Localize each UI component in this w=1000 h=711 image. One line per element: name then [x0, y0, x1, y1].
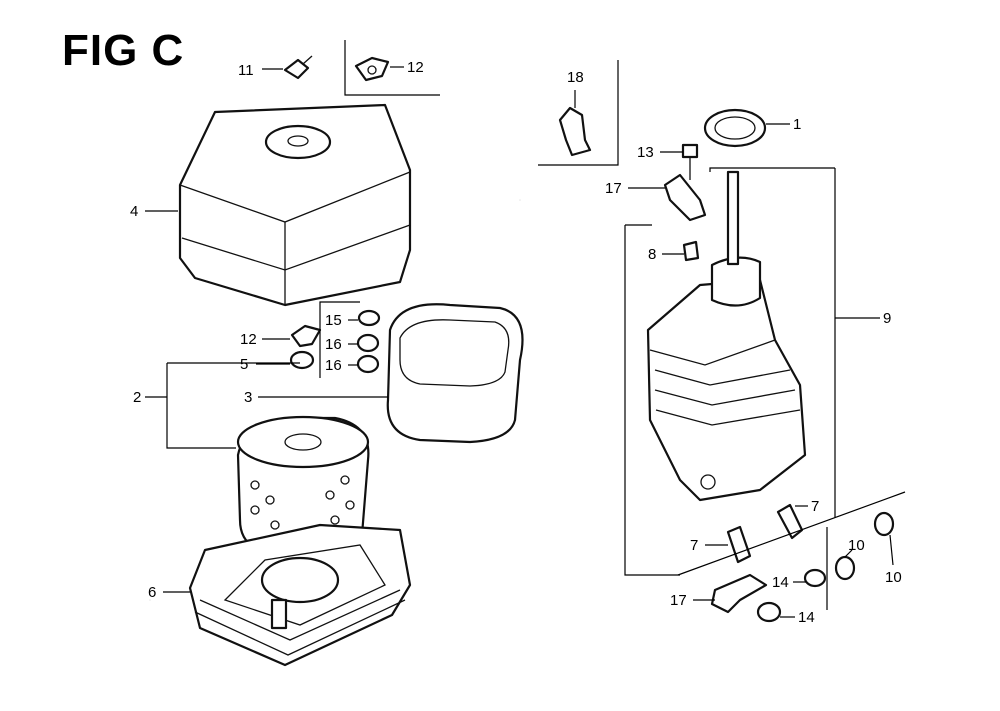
part-14-nut-lower[interactable]: [756, 601, 782, 623]
callout-4: 4: [130, 203, 138, 220]
callout-16-upper: 16: [325, 336, 342, 353]
part-17-bracket-lower[interactable]: [710, 573, 768, 614]
callout-15: 15: [325, 312, 342, 329]
callout-2: 2: [133, 389, 141, 406]
callout-labels: 11 12 4 12 5 15 16 16 2 3 6 18 1 13 17 8…: [130, 59, 902, 626]
callout-13: 13: [637, 144, 654, 161]
part-9-breather-assembly[interactable]: [646, 170, 807, 502]
part-12-wing-nut-lower[interactable]: [290, 324, 322, 348]
callout-6: 6: [148, 584, 156, 601]
callout-12-lower: 12: [240, 331, 257, 348]
callout-17-upper: 17: [605, 180, 622, 197]
part-15-washer[interactable]: [357, 309, 381, 327]
callout-7-left: 7: [690, 537, 698, 554]
part-7-tube-left[interactable]: [726, 525, 752, 564]
part-6-air-cleaner-base[interactable]: [188, 523, 412, 667]
callout-10-left: 10: [848, 537, 865, 554]
part-10-cap-left[interactable]: [834, 555, 856, 581]
callout-18: 18: [567, 69, 584, 86]
group-bracket-lines: [166, 40, 906, 610]
callout-14-upper: 14: [772, 574, 789, 591]
part-4-air-cleaner-cover[interactable]: [178, 103, 412, 307]
part-11-bolt[interactable]: [283, 55, 313, 80]
callout-14-lower: 14: [798, 609, 815, 626]
part-5-grommet[interactable]: [289, 350, 315, 370]
callout-11: 11: [238, 62, 254, 79]
leader-lines: [145, 66, 894, 618]
part-3-foam-element[interactable]: [386, 303, 524, 444]
part-17-bracket-upper[interactable]: [663, 173, 707, 222]
part-16-washer-upper[interactable]: [356, 333, 380, 353]
callout-12-top: 12: [407, 59, 424, 76]
part-7-tube-right[interactable]: [776, 503, 804, 540]
callout-1: 1: [793, 116, 801, 133]
part-12-wing-nut-top[interactable]: [354, 56, 390, 82]
callout-7-right: 7: [811, 498, 819, 515]
part-10-cap-right[interactable]: [873, 511, 895, 537]
callout-8: 8: [648, 246, 656, 263]
callout-3: 3: [244, 389, 252, 406]
part-14-nut-upper[interactable]: [803, 568, 827, 588]
callout-10-right: 10: [885, 569, 902, 586]
callout-5: 5: [240, 356, 248, 373]
callout-17-lower: 17: [670, 592, 687, 609]
part-13-bolt[interactable]: [681, 143, 699, 180]
part-16-washer-lower[interactable]: [356, 354, 380, 374]
part-1-seal-ring[interactable]: [703, 108, 767, 148]
part-8-cap[interactable]: [682, 240, 700, 262]
figure-title: FIG C: [62, 26, 185, 75]
callout-16-lower: 16: [325, 357, 342, 374]
callout-9: 9: [883, 310, 891, 327]
part-18-clip[interactable]: [558, 106, 592, 157]
